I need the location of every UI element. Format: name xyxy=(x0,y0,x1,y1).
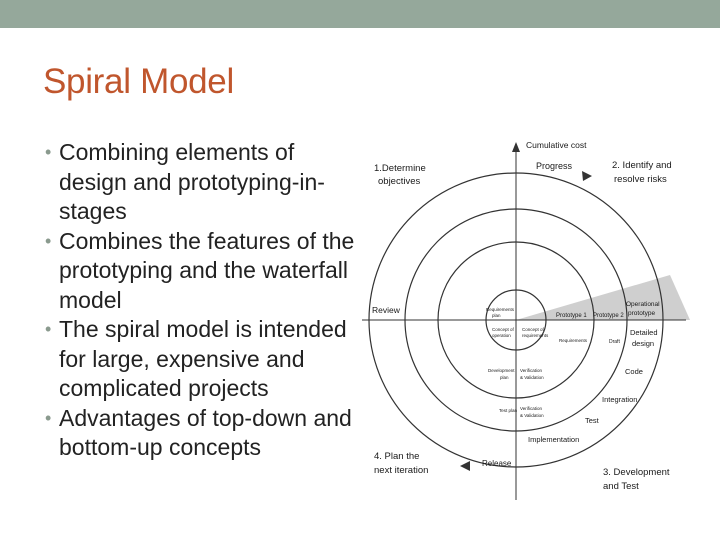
spiral-arrow-icon xyxy=(460,461,470,471)
review-label: Review xyxy=(372,305,401,315)
test-label: Test xyxy=(585,416,600,425)
bullet-item: •The spiral model is intended for large,… xyxy=(45,316,347,401)
verification-validation-2-label: Verification& Validation xyxy=(520,406,544,418)
prototype-wedge xyxy=(516,275,690,320)
top-bar xyxy=(0,0,720,28)
test-plan-label: Test plan xyxy=(499,408,518,413)
bullet-list: •Combining elements of design and protot… xyxy=(45,138,365,463)
requirements-label: Requirements xyxy=(559,338,588,343)
spiral-ring-outer xyxy=(368,172,664,468)
verification-validation-label: Verification& Validation xyxy=(520,368,544,380)
release-label: Release xyxy=(482,459,512,468)
spiral-ring-3 xyxy=(437,241,595,399)
spiral-ring-inner xyxy=(485,289,547,351)
spiral-ring-2 xyxy=(404,208,628,432)
bullet-item: •Combines the features of the prototypin… xyxy=(45,227,355,313)
axis-arrow-icon xyxy=(512,142,520,152)
bullet-dot-icon: • xyxy=(45,319,52,339)
spiral-arrow-icon xyxy=(582,171,592,181)
bullet-dot-icon: • xyxy=(45,407,52,428)
implementation-label: Implementation xyxy=(528,435,579,444)
bullet-item: •Combining elements of design and protot… xyxy=(45,139,325,224)
code-label: Code xyxy=(625,367,643,376)
prototype-2-label: Prototype 2 xyxy=(593,313,624,319)
bullet-dot-icon: • xyxy=(45,230,52,251)
integration-label: Integration xyxy=(602,395,637,404)
progress-label: Progress xyxy=(536,161,573,171)
slide-title: Spiral Model xyxy=(43,62,234,101)
bullet-dot-icon: • xyxy=(45,142,52,162)
draft-label: Draft xyxy=(609,339,620,345)
cumulative-cost-label: Cumulative cost xyxy=(526,140,587,150)
bullet-item: •Advantages of top-down and bottom-up co… xyxy=(45,404,352,461)
prototype-1-label: Prototype 1 xyxy=(556,313,587,319)
